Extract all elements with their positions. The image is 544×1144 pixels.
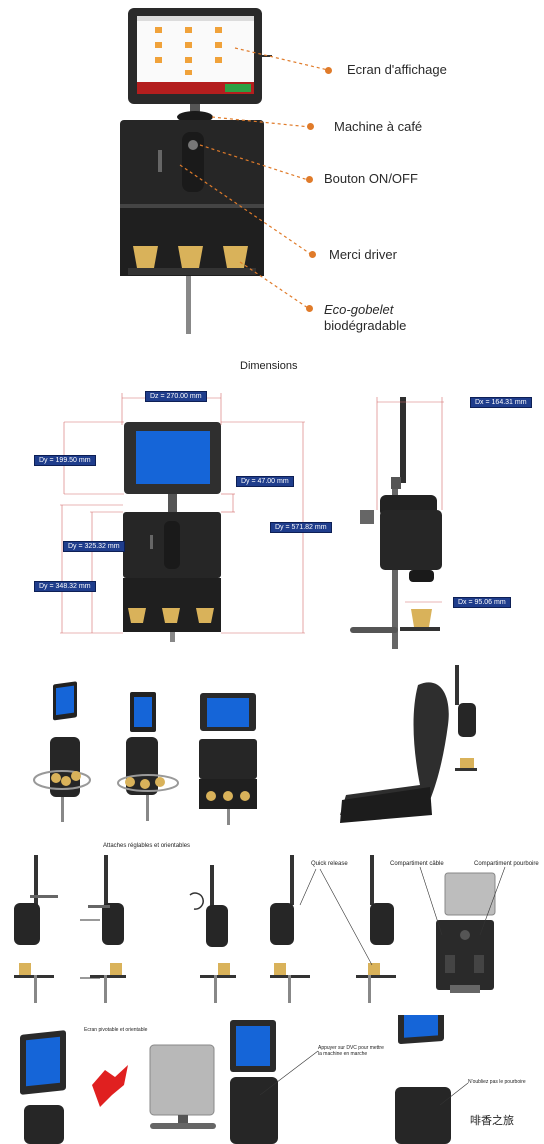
watermark: 啡香之旅 [470,1115,514,1127]
dim-dy2: Dy = 47.00 mm [236,476,294,487]
dim-dy4: Dy = 571.82 mm [270,522,332,533]
callout-dot-merci [309,251,316,258]
callout-screen: Ecran d'affichage [347,62,447,77]
dvc-label: Appuyer sur DVC pour mettre la machine e… [318,1045,384,1057]
callout-dot-button [306,176,313,183]
mounts-title: Attaches réglables et orientables [103,843,191,849]
callout-dot-machine [307,123,314,130]
dimensions-diagram: Dimensions [0,345,544,655]
dim-dy1: Dy = 199.50 mm [34,455,96,466]
callout-merci: Merci driver [329,247,397,262]
quick-release-label: Quick release [311,861,348,867]
dim-dy3: Dy = 325.32 mm [63,541,125,552]
callout-machine: Machine à café [334,119,423,134]
product-diagram: Ecran d'affichage Machine à café Bouton … [0,0,544,345]
dim-dy5: Dy = 348.32 mm [34,581,96,592]
callout-eco: Eco-gobelet biodégradable [324,302,406,334]
variants-illustration [33,665,477,825]
dimensions-title: Dimensions [240,360,298,372]
mounts-illustration [14,855,506,1003]
dim-dx1: Dx = 164.31 mm [470,397,532,408]
pivot-screen-label: Ecran pivotable et orientable [84,1027,148,1033]
dimensions-drawing [60,393,444,649]
product-illustration [120,8,329,334]
dim-dx2: Dx = 95.06 mm [453,597,511,608]
callout-eco-line2: biodégradable [324,318,407,333]
callout-dot-eco [306,305,313,312]
details-illustration [20,1015,469,1144]
callout-dot-screen [325,67,332,74]
tip-compartment-label: Compartiment pourboire [474,861,539,867]
tip-label: N'oubliez pas le pourboire [468,1079,526,1085]
mounts-diagram: Attaches réglables et orientables Quick … [0,835,544,1015]
cable-compartment-label: Compartiment câble [390,861,444,867]
variants-views [0,655,544,835]
callout-eco-line1: Eco-gobelet [324,302,394,317]
dim-dz: Dz = 270.00 mm [145,391,207,402]
callout-button: Bouton ON/OFF [324,171,418,186]
details-diagram: Ecran pivotable et orientable Appuyer su… [0,1015,544,1144]
